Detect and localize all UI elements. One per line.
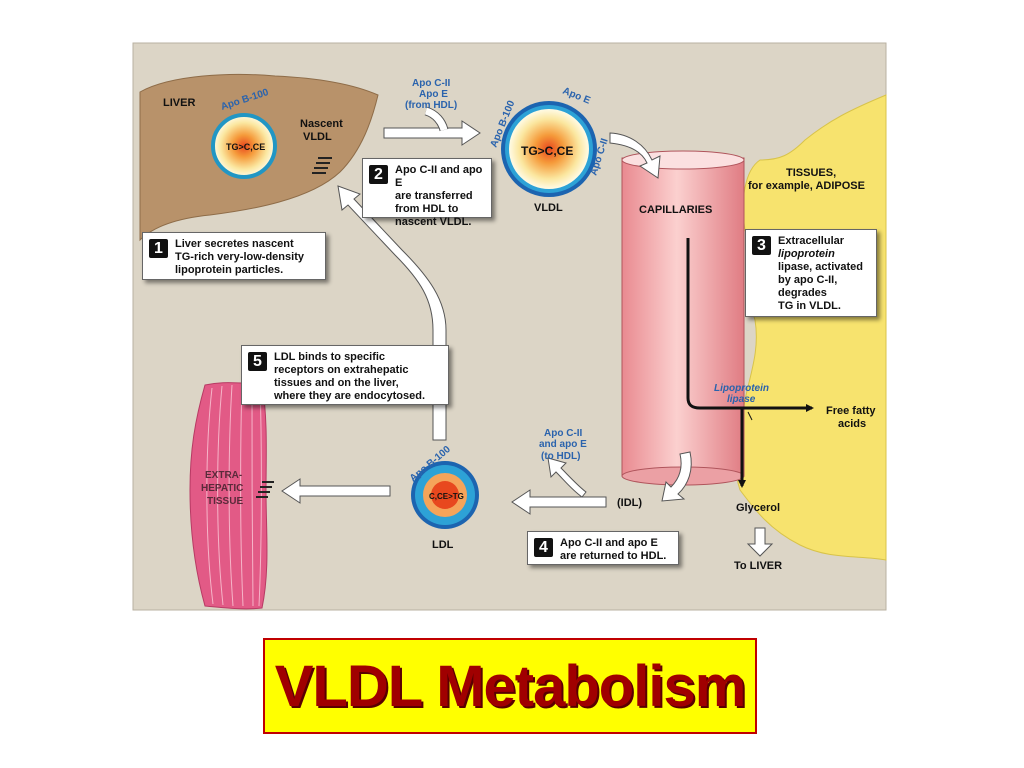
adipose-tissue [735, 94, 887, 561]
step-4-text: Apo C-II and apo E are returned to HDL. [560, 537, 667, 562]
ffa-label-1: Free fatty [826, 405, 876, 417]
step-3-number: 3 [752, 236, 771, 255]
step-1-number: 1 [149, 239, 168, 258]
arrow-capillary-to-idl [661, 451, 692, 502]
tissues-label-1: TISSUES, [786, 167, 836, 179]
step-3-text: Extracellular lipoprotein lipase, activa… [778, 235, 863, 312]
page-title: VLDL Metabolism [274, 653, 747, 719]
lpl-label-1: Lipoprotein [714, 383, 769, 394]
idl-label: (IDL) [617, 497, 642, 509]
vldl-label: VLDL [534, 202, 563, 214]
title-banner: VLDL Metabolism [263, 638, 757, 734]
step-5-box: 5 LDL binds to specific receptors on ext… [241, 345, 449, 405]
step-2-number: 2 [369, 165, 388, 184]
arrow-ldl-to-tissue [281, 478, 391, 504]
tg-ldl-label: C,CE>TG [429, 492, 464, 501]
tg-liver-label: TG>C,CE [226, 142, 265, 152]
step-4-number: 4 [534, 538, 553, 557]
nascent-vldl-label-1: Nascent [300, 118, 343, 130]
tissue-receptors [256, 481, 274, 498]
arrow-ldl-to-liver [337, 185, 447, 441]
step-2-text: Apo C-II and apo E are transferred from … [395, 164, 483, 228]
nascent-vldl-particle [211, 113, 277, 179]
liver-receptors [312, 157, 332, 174]
arrow-liver-to-vldl [383, 120, 481, 146]
muscle-fibers [206, 382, 262, 607]
step-1-text: Liver secretes nascent TG-rich very-low-… [175, 238, 304, 276]
arrow-hdl-in-fill [424, 107, 448, 132]
step-2-box: 2 Apo C-II and apo E are transferred fro… [362, 158, 492, 228]
hdl-in-label-1: Apo C-II [412, 78, 451, 89]
arrow-hdl-out [547, 457, 587, 498]
hdl-out-label-2: and apo E [539, 439, 587, 450]
arrow-idl-to-ldl [511, 489, 607, 515]
arrow-vldl-to-capillary [609, 132, 661, 179]
hdl-in-label-3: (from HDL) [405, 100, 457, 111]
extra-label-2: HEPATIC [201, 483, 243, 494]
ldl-label: LDL [432, 539, 454, 551]
nascent-vldl-label-2: VLDL [303, 131, 332, 143]
vldl-particle [501, 101, 597, 197]
step-3-box: 3 Extracellular lipoprotein lipase, acti… [745, 229, 877, 317]
lipase-flow-line [686, 238, 814, 412]
glycerol-label: Glycerol [736, 502, 780, 514]
ffa-label-2: acids [838, 418, 866, 430]
tissues-label-2: for example, ADIPOSE [748, 180, 865, 192]
step-1-box: 1 Liver secretes nascent TG-rich very-lo… [142, 232, 326, 280]
step-5-text: LDL binds to specific receptors on extra… [274, 351, 425, 402]
hdl-out-label-3: (to HDL) [541, 451, 580, 462]
capillaries-label: CAPILLARIES [639, 204, 712, 216]
to-liver-label: To LIVER [734, 560, 782, 572]
extra-label-1: EXTRA- [205, 470, 242, 481]
extra-label-3: TISSUE [207, 496, 243, 507]
ldl-particle [411, 461, 479, 529]
hdl-in-label-2: Apo E [419, 89, 448, 100]
step-5-number: 5 [248, 352, 267, 371]
hdl-out-label-1: Apo C-II [544, 428, 583, 439]
lpl-label-2: lipase [727, 394, 756, 405]
arrow-glycerol-to-liver [746, 527, 774, 557]
tg-vldl-label: TG>C,CE [521, 144, 573, 158]
lipase-pointer [747, 411, 753, 421]
liver-label: LIVER [163, 97, 195, 109]
step-4-box: 4 Apo C-II and apo E are returned to HDL… [527, 531, 679, 565]
